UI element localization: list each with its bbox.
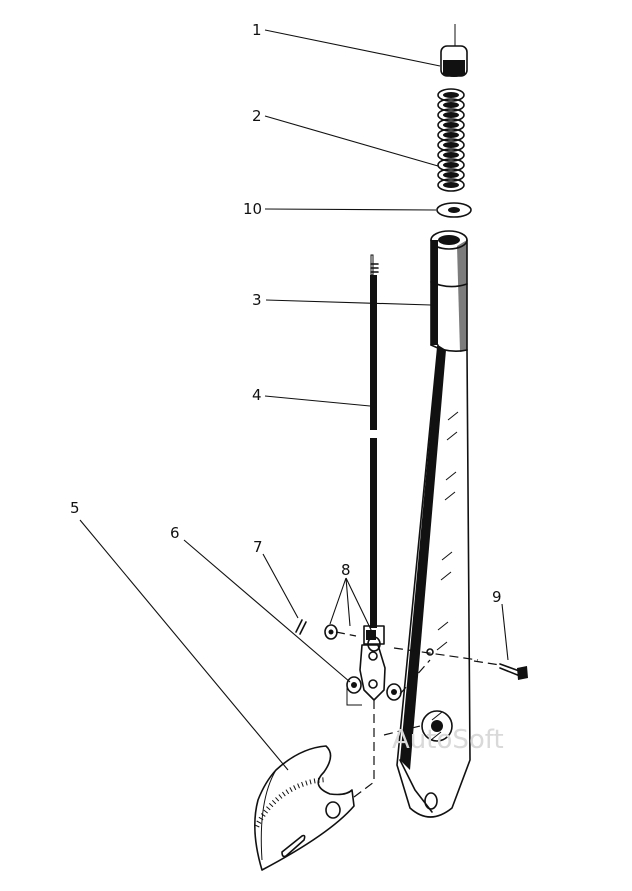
assembly-dash-lines: [335, 631, 501, 801]
main-arm-tube: [396, 230, 471, 818]
spring-coil-inner: [443, 182, 459, 188]
part-8-washers: [324, 624, 381, 652]
sector-tooth: [281, 791, 286, 797]
part-2-spring: [437, 88, 465, 192]
sector-tooth: [271, 799, 277, 805]
sector-tooth: [263, 809, 269, 814]
sector-tooth: [266, 806, 271, 811]
spring-coil-inner: [443, 122, 459, 128]
callout-9: 9: [492, 588, 502, 606]
sector-tooth: [285, 789, 290, 795]
sector-tooth: [297, 783, 300, 789]
spring-coil-inner: [443, 112, 459, 118]
part-7-pin: [295, 619, 307, 635]
spring-coil-inner: [443, 172, 459, 178]
sector-tooth: [254, 824, 260, 828]
part-10-washer: [436, 202, 472, 218]
sector-tooth: [268, 803, 274, 808]
callout-leaders: [79, 29, 509, 771]
sector-tooth: [305, 780, 308, 786]
sector-tooth: [258, 816, 264, 821]
part-9-screw: [499, 663, 528, 680]
callout-4: 4: [252, 386, 262, 404]
sector-tooth: [309, 779, 312, 785]
sector-tooth: [301, 781, 304, 787]
sector-tooth: [256, 820, 262, 824]
spring-coil: [437, 98, 465, 112]
callout-6: 6: [170, 524, 180, 542]
spring-coil-inner: [443, 92, 459, 98]
part-5-sector-plate: [254, 745, 355, 871]
spring-coil: [437, 178, 465, 192]
spring-coil-inner: [443, 152, 459, 158]
sector-tooth: [317, 777, 320, 783]
spring-coil: [437, 168, 465, 182]
sector-tooth: [278, 794, 283, 799]
spring-coil: [437, 128, 465, 142]
spring-coil: [437, 138, 465, 152]
spring-coil-inner: [443, 162, 459, 168]
spring-coil-inner: [443, 102, 459, 108]
sector-tooth: [260, 813, 266, 817]
sector-tooth: [313, 778, 316, 784]
spring-coil: [437, 108, 465, 122]
callout-numbers: 1 2 10 3 4 5 6 7 8 9: [70, 21, 502, 606]
callout-10: 10: [243, 200, 262, 218]
callout-5: 5: [70, 499, 80, 517]
sector-tooth: [275, 797, 280, 802]
callout-8: 8: [341, 561, 351, 579]
callout-1: 1: [252, 21, 262, 39]
spring-coil-inner: [443, 142, 459, 148]
part-4-rod: [363, 254, 385, 645]
callout-2: 2: [252, 107, 262, 125]
part-6-link-plate: [346, 644, 402, 706]
spring-coil-inner: [443, 132, 459, 138]
callout-3: 3: [252, 291, 262, 309]
spring-coil: [437, 158, 465, 172]
callout-7: 7: [253, 538, 263, 556]
spring-coil: [437, 148, 465, 162]
spring-coil: [437, 118, 465, 132]
part-1-cap: [440, 24, 468, 77]
sector-tooth: [293, 785, 297, 791]
sector-tooth: [289, 787, 293, 793]
watermark-text: AutoSoft: [392, 725, 504, 755]
spring-coil: [437, 88, 465, 102]
